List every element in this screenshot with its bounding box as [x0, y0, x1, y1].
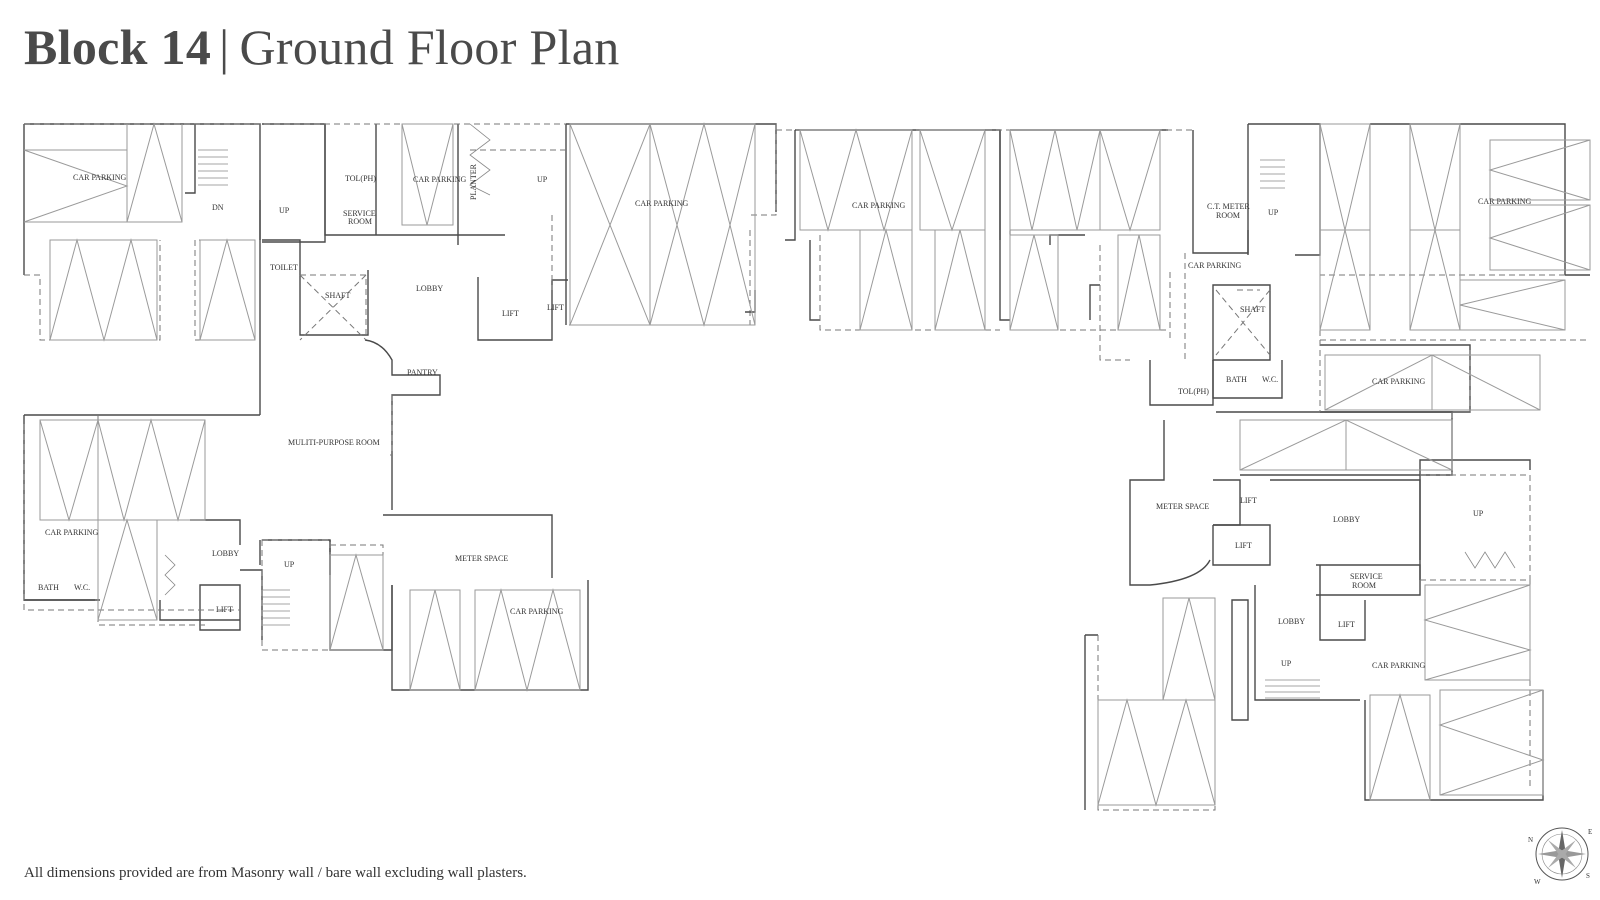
label-bath-right: BATH: [1226, 375, 1247, 384]
label-lift-2: LIFT: [547, 303, 564, 312]
compass-icon: N S E W: [1528, 827, 1592, 886]
label-tol-ph-right: TOL(PH): [1178, 387, 1209, 396]
label-multi-purpose-room: MULITI-PURPOSE ROOM: [288, 438, 380, 447]
label-service-room-2a: SERVICE: [1350, 572, 1383, 581]
label-car-parking-6: CAR PARKING: [1478, 197, 1531, 206]
label-planter: PLANTER: [469, 163, 478, 200]
room-labels: CAR PARKING CAR PARKING CAR PARKING CAR …: [38, 163, 1531, 670]
label-ct-meter-a: C.T. METER: [1207, 202, 1250, 211]
label-pantry: PANTRY: [407, 368, 438, 377]
label-wc-right: W.C.: [1262, 375, 1278, 384]
label-lobby-right: LOBBY: [1333, 515, 1360, 524]
label-service-room-1a: SERVICE: [343, 209, 376, 218]
compass-west: W: [1534, 878, 1541, 886]
label-up-2: UP: [279, 206, 290, 215]
label-lift-3: LIFT: [216, 605, 233, 614]
left-wing-walls: [23, 123, 777, 691]
plan-name: Ground Floor Plan: [239, 19, 620, 75]
label-ct-meter-b: ROOM: [1216, 211, 1240, 220]
title-separator: |: [219, 19, 230, 75]
label-up-6: UP: [1281, 659, 1292, 668]
label-lobby-main: LOBBY: [416, 284, 443, 293]
label-service-room-2b: ROOM: [1352, 581, 1376, 590]
label-lobby-bottom: LOBBY: [1278, 617, 1305, 626]
block-name: Block 14: [24, 19, 212, 75]
label-service-room-1b: ROOM: [348, 217, 372, 226]
label-lobby-left: LOBBY: [212, 549, 239, 558]
label-meter-space-right: METER SPACE: [1156, 502, 1209, 511]
label-car-parking-5: CAR PARKING: [1188, 261, 1241, 270]
label-car-parking-10: CAR PARKING: [1372, 661, 1425, 670]
right-wing-walls: [1084, 123, 1590, 810]
label-toilet: TOILET: [270, 263, 298, 272]
compass-north: N: [1528, 836, 1533, 844]
label-car-parking-7: CAR PARKING: [1372, 377, 1425, 386]
label-dn: DN: [212, 203, 224, 212]
label-up-1: UP: [537, 175, 548, 184]
label-car-parking-2: CAR PARKING: [413, 175, 466, 184]
label-car-parking-8: CAR PARKING: [45, 528, 98, 537]
label-meter-space-left: METER SPACE: [455, 554, 508, 563]
label-shaft-left: SHAFT: [325, 291, 350, 300]
label-lift-6: LIFT: [1338, 620, 1355, 629]
dimension-note: All dimensions provided are from Masonry…: [24, 865, 527, 881]
label-lift-5: LIFT: [1235, 541, 1252, 550]
middle-walls: [745, 129, 1249, 321]
label-up-4: UP: [284, 560, 295, 569]
stairs: [164, 123, 1516, 699]
compass-south: S: [1586, 872, 1590, 880]
page-title: Block 14|Ground Floor Plan: [24, 14, 620, 80]
label-car-parking-9: CAR PARKING: [510, 607, 563, 616]
label-tol-ph-left: TOL(PH): [345, 174, 376, 183]
label-lift-4: LIFT: [1240, 496, 1257, 505]
label-wc-left: W.C.: [74, 583, 90, 592]
label-car-parking-1: CAR PARKING: [73, 173, 126, 182]
label-car-parking-3: CAR PARKING: [635, 199, 688, 208]
compass-east: E: [1588, 828, 1592, 836]
label-bath-left: BATH: [38, 583, 59, 592]
label-shaft-right: SHAFT: [1240, 305, 1265, 314]
label-car-parking-4: CAR PARKING: [852, 201, 905, 210]
label-up-5: UP: [1473, 509, 1484, 518]
label-up-3: UP: [1268, 208, 1279, 217]
parking-bays: [23, 122, 1591, 807]
label-lift-1: LIFT: [502, 309, 519, 318]
